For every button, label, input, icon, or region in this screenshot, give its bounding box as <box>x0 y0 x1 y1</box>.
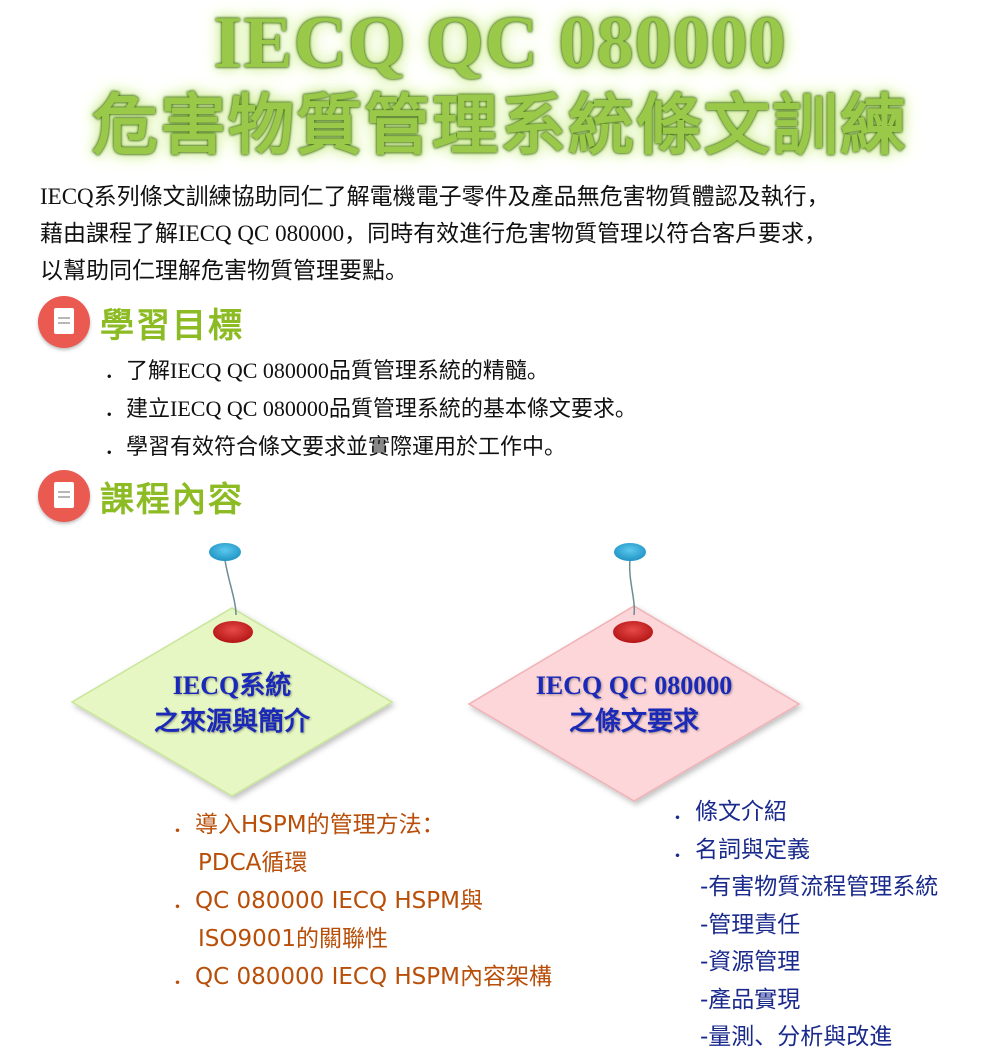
content-section-title: 課程內容 <box>100 479 244 520</box>
goal-item: ．建立IECQ QC 080000品質管理系統的基本條文要求。 <box>104 396 637 421</box>
right-diamond-label-line1: IECQ QC 080000 <box>535 671 733 700</box>
goal-item: ．了解IECQ QC 080000品質管理系統的精髓。 <box>104 358 549 383</box>
intro-line: 藉由課程了解IECQ QC 080000，同時有效進行危害物質管理以符合客戶要求… <box>40 221 828 246</box>
document-icon <box>38 296 90 348</box>
right-pin-top <box>614 543 646 561</box>
right-topic-list: ．條文介紹 ．名詞與定義 -有害物質流程管理系統 -管理責任 -資源管理 -產品… <box>672 794 938 1057</box>
list-item: ISO9001的關聯性 <box>198 926 389 952</box>
document-icon <box>38 470 90 522</box>
list-item: -有害物質流程管理系統 <box>700 874 939 900</box>
list-item: -產品實現 <box>700 986 801 1013</box>
right-pin-bottom <box>613 621 653 643</box>
right-diamond-label: IECQ QC 080000 之條文要求 <box>518 668 750 740</box>
left-diamond-label-line2: 之來源與簡介 <box>153 707 310 736</box>
goal-item: ．學習有效符合條文要求並實際運用於工作中。 <box>104 434 567 459</box>
goals-section-header: 學習目標 <box>38 296 244 348</box>
list-item: ．QC 080000 IECQ HSPM與 <box>172 888 483 914</box>
content-section-header: 課程內容 <box>38 470 244 522</box>
list-item: PDCA循環 <box>198 850 308 876</box>
left-diamond-label: IECQ系統 之來源與簡介 <box>132 668 332 740</box>
right-diamond <box>467 605 801 802</box>
right-diamond-label-line2: 之條文要求 <box>568 707 699 736</box>
main-subtitle: 危害物質管理系統條文訓練 <box>92 87 908 164</box>
left-diamond-label-line1: IECQ系統 <box>172 671 292 700</box>
intro-line: 以幫助同仁理解危害物質管理要點。 <box>40 258 408 283</box>
list-item: -量測、分析與改進 <box>700 1024 893 1050</box>
left-pin-bottom <box>213 621 253 643</box>
list-item: ．名詞與定義 <box>672 836 810 863</box>
left-pin-top <box>209 543 241 561</box>
intro-line: IECQ系列條文訓練協助同仁了解電機電子零件及產品無危害物質體認及執行， <box>40 184 830 209</box>
list-item: ．QC 080000 IECQ HSPM內容架構 <box>172 964 552 990</box>
list-item: ．條文介紹 <box>672 799 787 825</box>
list-item: ．導入HSPM的管理方法： <box>172 812 445 838</box>
left-diamond <box>70 607 394 797</box>
goals-list: ．了解IECQ QC 080000品質管理系統的精髓。 ．建立IECQ QC 0… <box>104 352 637 466</box>
left-pin-string <box>224 559 237 616</box>
list-item: -資源管理 <box>700 949 801 975</box>
intro-paragraph: IECQ系列條文訓練協助同仁了解電機電子零件及產品無危害物質體認及執行， 藉由課… <box>40 178 980 289</box>
list-item: -管理責任 <box>700 911 801 938</box>
main-title: IECQ QC 080000 <box>213 2 787 84</box>
goals-section-title: 學習目標 <box>100 305 244 346</box>
left-topic-list: ．導入HSPM的管理方法： PDCA循環 ．QC 080000 IECQ HSP… <box>172 806 552 996</box>
right-pin-string <box>628 559 636 616</box>
